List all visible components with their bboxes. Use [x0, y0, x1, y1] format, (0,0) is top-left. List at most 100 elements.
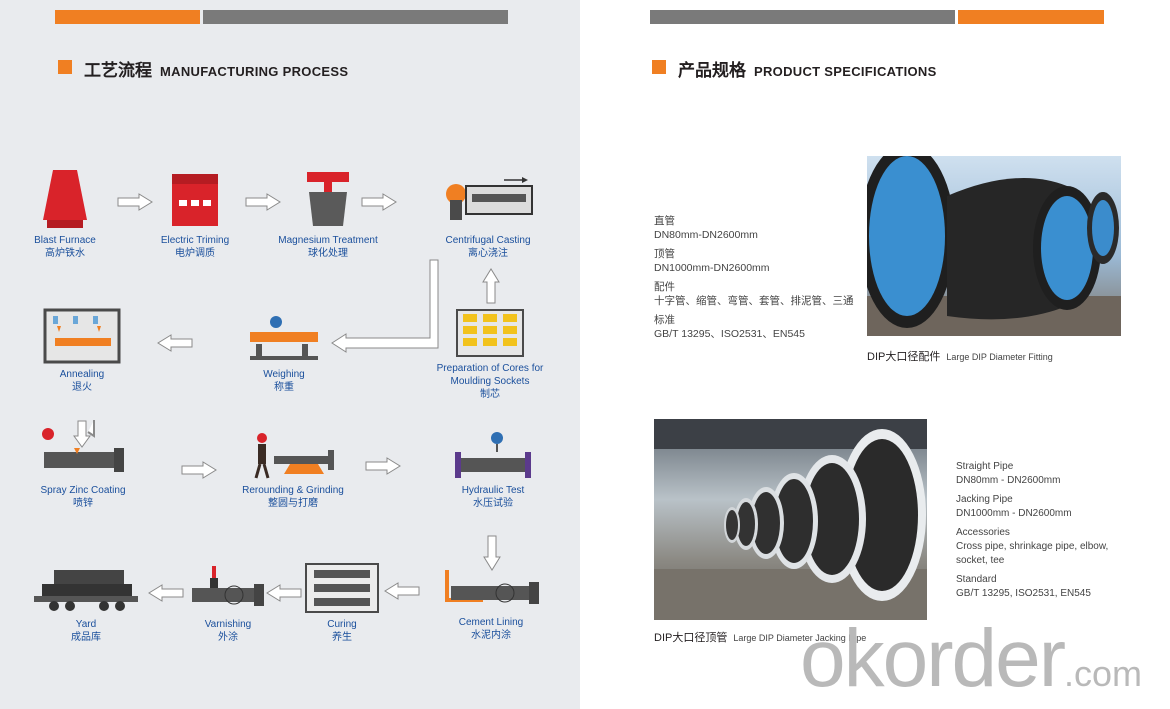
- step-en: Yard: [75, 619, 97, 630]
- step-curing: Curing 养生: [277, 562, 407, 644]
- grinding-icon: [254, 433, 334, 479]
- curing-rack-icon: [305, 563, 379, 613]
- arrow-down-icon: [483, 535, 501, 571]
- arrow-right-icon: [361, 193, 397, 211]
- step-preparation-of-cores: Preparation of Cores for Moulding Socket…: [425, 308, 555, 401]
- spec-accessories-value: 十字管、缩管、弯管、套管、排泥管、三通: [654, 295, 854, 307]
- step-cn: 离心浇注: [468, 248, 508, 259]
- cores-icon: [456, 309, 524, 357]
- arrow-left-icon: [384, 582, 420, 600]
- fitting-photo: [867, 156, 1121, 336]
- spec-standard-value: GB/T 13295, ISO2531, EN545: [956, 588, 1091, 599]
- step-en: Weighing: [263, 369, 305, 380]
- cement-lining-icon: [445, 570, 539, 604]
- manufacturing-header: 工艺流程 MANUFACTURING PROCESS: [84, 56, 348, 81]
- spec-accessories-value-2: socket, tee: [956, 555, 1005, 566]
- step-cement-lining: Cement Lining 水泥内涂: [426, 566, 556, 642]
- step-yard: Yard 成品库: [21, 566, 151, 644]
- jacking-pipes-image: [654, 419, 927, 620]
- arrow-right-icon: [365, 457, 401, 475]
- step-cn: 水泥内涂: [471, 630, 511, 641]
- spec-standard-label: Standard: [956, 574, 997, 585]
- spec-jacking-label: 顶管: [654, 248, 675, 260]
- annealing-furnace-icon: [43, 308, 121, 364]
- watermark-main: okorder: [800, 613, 1066, 704]
- spec-jacking-value: DN1000mm - DN2600mm: [956, 508, 1072, 519]
- step-varnishing: Varnishing 外涂: [163, 564, 293, 644]
- varnishing-icon: [192, 566, 264, 606]
- step-en: Varnishing: [204, 619, 252, 630]
- electric-furnace-icon: [172, 174, 218, 226]
- step-en: Hydraulic Test: [461, 485, 525, 496]
- connector-arrow-icon: [331, 259, 439, 353]
- step-cn: 外涂: [218, 632, 238, 643]
- hydraulic-test-icon: [455, 432, 531, 478]
- spec-straight-value: DN80mm - DN2600mm: [956, 475, 1061, 486]
- arrow-right-icon: [245, 193, 281, 211]
- step-blast-furnace: Blast Furnace 高炉铁水: [0, 168, 130, 260]
- step-electric-triming: Electric Triming 电炉调质: [130, 172, 260, 260]
- arrow-right-icon: [117, 193, 153, 211]
- step-cn: 称重: [274, 382, 294, 393]
- step-cn: 水压试验: [473, 498, 513, 509]
- watermark-suffix: .com: [1064, 653, 1143, 694]
- jacking-pipe-photo: [654, 419, 927, 620]
- step-en: Rerounding & Grinding: [242, 485, 344, 496]
- spec-straight-label: Straight Pipe: [956, 461, 1014, 472]
- arrow-down-icon: [73, 420, 91, 448]
- step-cn: 高炉铁水: [45, 248, 85, 259]
- zinc-spray-icon: [42, 420, 124, 472]
- step-cn: 成品库: [71, 632, 101, 643]
- arrow-up-icon: [482, 268, 500, 304]
- rail-car-icon: [34, 570, 138, 611]
- step-cn: 喷锌: [73, 498, 93, 509]
- step-en: Annealing: [59, 369, 105, 380]
- step-cn: 整圆与打磨: [268, 498, 318, 509]
- step-en: Magnesium Treatment: [278, 235, 378, 246]
- caption-cn: DIP大口径顶管: [654, 632, 728, 644]
- header-square-left: [58, 60, 72, 74]
- spec-straight-label: 直管: [654, 215, 675, 227]
- step-weighing: Weighing 称重: [219, 314, 349, 394]
- step-cn: 电炉调质: [175, 248, 215, 259]
- step-en: Electric Triming: [160, 235, 230, 246]
- step-en: Spray Zinc Coating: [40, 485, 126, 496]
- blast-furnace-icon: [43, 170, 87, 228]
- spec-standard-label: 标准: [654, 314, 675, 326]
- top-bar-orange-right: [958, 10, 1104, 24]
- arrow-left-icon: [266, 584, 302, 602]
- arrow-right-icon: [181, 461, 217, 479]
- header-cn: 工艺流程: [84, 61, 152, 81]
- arrow-left-icon: [157, 334, 193, 352]
- okorder-watermark: okorder.com: [800, 612, 1142, 706]
- spec-standard-value: GB/T 13295、ISO2531、EN545: [654, 328, 805, 340]
- casting-machine-icon: [446, 177, 533, 220]
- pipe-fitting-image: [867, 156, 1121, 336]
- caption-jacking-pipe: DIP大口径顶管 Large DIP Diameter Jacking Pipe: [654, 628, 866, 646]
- spec-accessories-value-1: Cross pipe, shrinkage pipe, elbow,: [956, 541, 1109, 552]
- step-annealing: Annealing 退火: [17, 308, 147, 394]
- spec-cn: 直管 DN80mm-DN2600mm 顶管 DN1000mm-DN2600mm …: [654, 214, 854, 341]
- spec-straight-value: DN80mm-DN2600mm: [654, 229, 758, 241]
- step-centrifugal-casting: Centrifugal Casting 离心浇注: [423, 172, 553, 260]
- scale-icon: [250, 316, 318, 360]
- step-magnesium-treatment: Magnesium Treatment 球化处理: [263, 170, 393, 260]
- spec-jacking-value: DN1000mm-DN2600mm: [654, 262, 770, 274]
- top-bar-orange-left: [55, 10, 200, 24]
- caption-en: Large DIP Diameter Jacking Pipe: [733, 633, 867, 643]
- step-en: Curing: [327, 619, 357, 630]
- spec-accessories-label: Accessories: [956, 527, 1010, 538]
- spec-en: Straight Pipe DN80mm - DN2600mm Jacking …: [956, 460, 1108, 601]
- step-cn: 球化处理: [308, 248, 348, 259]
- step-spray-zinc-coating: Spray Zinc Coating 喷锌: [18, 418, 148, 510]
- header-square-right: [652, 60, 666, 74]
- step-cn: 制芯: [480, 389, 500, 400]
- spec-accessories-label: 配件: [654, 281, 675, 293]
- step-cn: 退火: [72, 382, 92, 393]
- step-en: Blast Furnace: [34, 235, 96, 246]
- caption-cn: DIP大口径配件: [867, 351, 941, 363]
- top-bar-gray-right: [650, 10, 955, 24]
- header-en: MANUFACTURING PROCESS: [160, 64, 349, 79]
